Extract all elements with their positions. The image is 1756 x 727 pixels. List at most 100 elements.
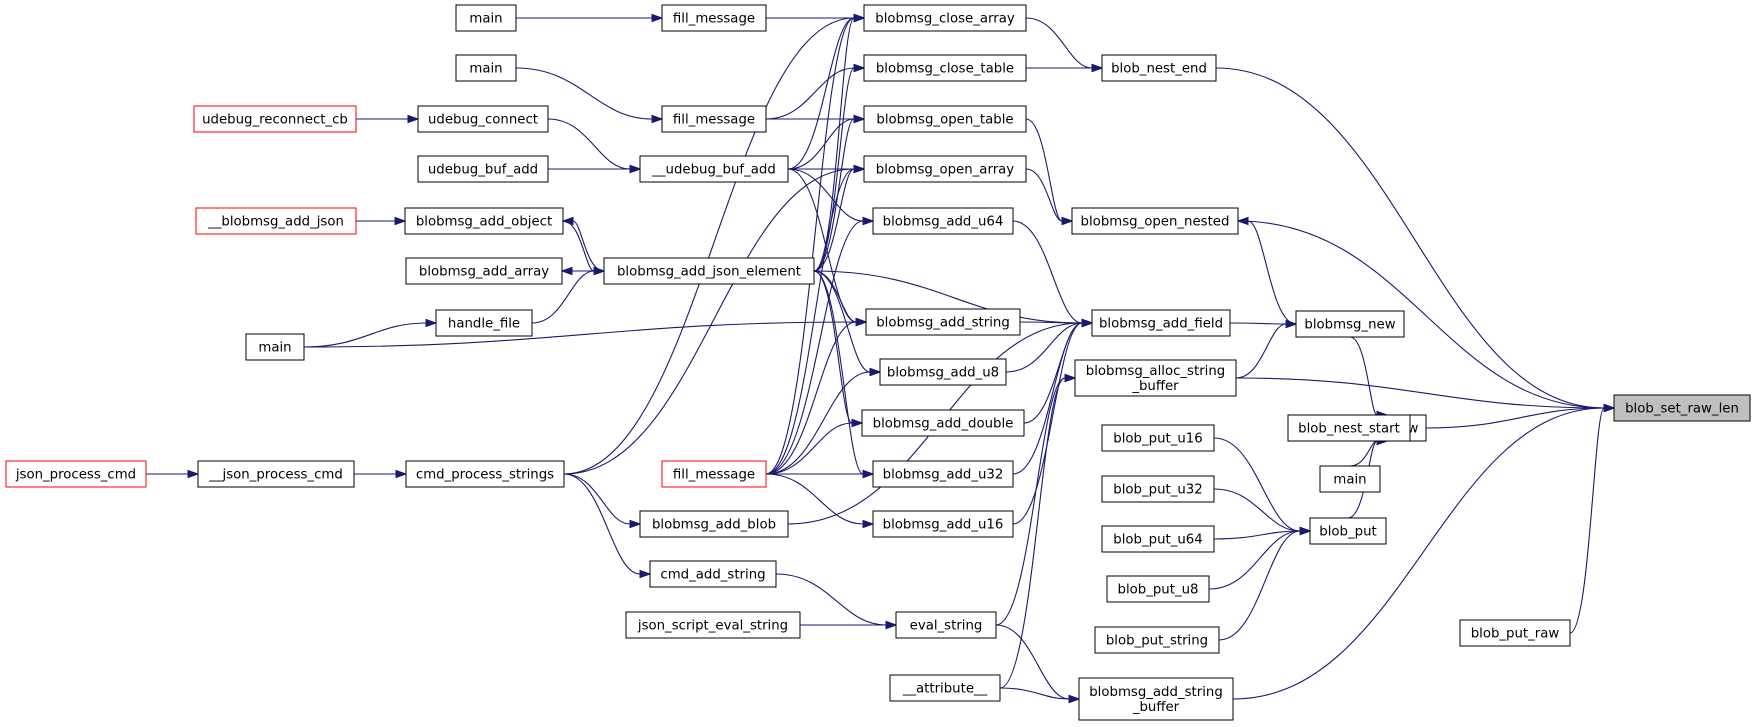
- edge-blob-put-u16-to-blob-put: [1213, 437, 1312, 536]
- edge-blobmsg-open-nested-to-blob-set-raw-len: [1237, 220, 1616, 413]
- edge-arrowhead: [560, 266, 573, 276]
- node-blobmsg-add-u64[interactable]: blobmsg_add_u64: [872, 207, 1014, 235]
- node-label: blobmsg_close_array: [875, 12, 1015, 27]
- edge-main-3-to-fill-message-1: [516, 13, 664, 23]
- edge-line: [813, 67, 855, 272]
- node-blobmsg-add-blob[interactable]: blobmsg_add_blob: [639, 510, 789, 538]
- node-handle-file[interactable]: handle_file: [435, 309, 533, 337]
- node-json-script-eval-string[interactable]: json_script_eval_string: [625, 611, 801, 639]
- edge-blobmsg-add-json-element-to-blobmsg-add-object: [561, 216, 605, 272]
- node-blobmsg-open-table[interactable]: blobmsg_open_table: [863, 105, 1027, 133]
- node-blob-put-string[interactable]: blob_put_string: [1094, 626, 1220, 654]
- node-blobmsg-open-nested[interactable]: blobmsg_open_nested: [1071, 207, 1239, 235]
- node-blobmsg-add-field[interactable]: blobmsg_add_field: [1091, 309, 1231, 337]
- edge-line: [563, 473, 641, 575]
- node-main-1[interactable]: main: [455, 54, 517, 82]
- edge-line: [1208, 530, 1301, 590]
- edge-line: [1012, 322, 1083, 475]
- node-label: blobmsg_new: [1304, 318, 1395, 333]
- node-cmd-process-strings[interactable]: cmd_process_strings: [405, 460, 565, 488]
- node-blob-put-u64[interactable]: blob_put_u64: [1101, 525, 1215, 553]
- node-udebug-reconnect-cb[interactable]: udebug_reconnect_cb: [193, 105, 357, 133]
- node-main-bn[interactable]: main: [1319, 465, 1381, 493]
- node-label: blob_set_raw_len: [1625, 402, 1739, 417]
- node-main-3[interactable]: main: [455, 4, 517, 32]
- node-box: [863, 4, 1027, 32]
- node-blobmsg-add-string[interactable]: blobmsg_add_string: [865, 308, 1021, 336]
- node-blob-put-u32[interactable]: blob_put_u32: [1101, 475, 1215, 503]
- node-cmd-add-string[interactable]: cmd_add_string: [649, 560, 777, 588]
- edge-line: [1235, 377, 1605, 409]
- node-box: [405, 460, 565, 488]
- edge-arrowhead: [1064, 373, 1077, 383]
- node-blobmsg-close-array[interactable]: blobmsg_close_array: [863, 4, 1027, 32]
- node-udebug-buf-add[interactable]: udebug_buf_add: [417, 155, 549, 183]
- edge-main-2-to-handle-file: [303, 318, 438, 348]
- node-blobmsg-add-array[interactable]: blobmsg_add_array: [405, 257, 563, 285]
- node-eval-string[interactable]: eval_string: [895, 611, 997, 639]
- node-attribute[interactable]: __attribute__: [889, 674, 1001, 702]
- node-blob-put[interactable]: blob_put: [1309, 517, 1387, 545]
- node-blobmsg-add-string-buffer[interactable]: blobmsg_add_string_buffer: [1078, 677, 1234, 721]
- edge-line: [1247, 220, 1297, 325]
- edge-line: [1025, 17, 1093, 69]
- edge-line: [813, 118, 855, 272]
- node-blob-put-raw[interactable]: blob_put_raw: [1459, 619, 1571, 647]
- node-json-process-cmd[interactable]: json_process_cmd: [5, 460, 147, 488]
- edge-cmd-process-strings-to-blobmsg-add-blob: [563, 473, 642, 529]
- node-box: [404, 207, 564, 235]
- node-box: [1101, 54, 1217, 82]
- node-blobmsg-add-json-ext[interactable]: __blobmsg_add_json: [195, 207, 357, 235]
- node-blobmsg-alloc-string-buffer[interactable]: blobmsg_alloc_string_buffer: [1074, 359, 1237, 397]
- edge-json-process-cmd-to-json-process-cmd-inner: [146, 469, 200, 479]
- node-blobmsg-close-table[interactable]: blobmsg_close_table: [863, 54, 1027, 82]
- edge-fill-message-3-to-blobmsg-add-double: [765, 418, 864, 475]
- node-blob-set-raw-len[interactable]: blob_set_raw_len: [1613, 394, 1751, 422]
- node-label: cmd_process_strings: [416, 468, 554, 483]
- node-blobmsg-new[interactable]: blobmsg_new: [1295, 310, 1405, 338]
- node-blob-put-u8[interactable]: blob_put_u8: [1106, 575, 1210, 603]
- node-udebug-connect[interactable]: udebug_connect: [417, 105, 549, 133]
- node-box: [1094, 626, 1220, 654]
- edge-line: [563, 473, 631, 525]
- edge-line: [765, 422, 853, 475]
- edge-arrowhead: [395, 469, 408, 479]
- node-main-2[interactable]: main: [245, 333, 305, 361]
- node-box: [1101, 424, 1215, 452]
- node-blobmsg-add-u32[interactable]: blobmsg_add_u32: [872, 460, 1014, 488]
- node-label: blobmsg_add_string: [876, 316, 1010, 331]
- node-box: [1295, 310, 1405, 338]
- node-label: _buffer: [1132, 700, 1180, 715]
- node-blobmsg-add-json-element[interactable]: blobmsg_add_json_element: [603, 257, 815, 285]
- node-box: [1091, 309, 1231, 337]
- node-blob-nest-start[interactable]: blob_nest_start: [1287, 414, 1411, 442]
- edge-blobmsg-alloc-string-buffer-to-blobmsg-new: [1235, 319, 1298, 379]
- node-blobmsg-add-u16[interactable]: blobmsg_add_u16: [872, 510, 1014, 538]
- node-fill-message-2[interactable]: fill_message: [661, 105, 767, 133]
- node-label: udebug_buf_add: [428, 163, 538, 178]
- node-fill-message-3[interactable]: fill_message: [661, 460, 767, 488]
- node-udebug-buf-add-inner[interactable]: __udebug_buf_add: [639, 155, 789, 183]
- node-blobmsg-add-u8[interactable]: blobmsg_add_u8: [879, 358, 1007, 386]
- node-fill-message-1[interactable]: fill_message: [661, 4, 767, 32]
- edge-line: [765, 168, 855, 475]
- node-blobmsg-add-double[interactable]: blobmsg_add_double: [861, 409, 1025, 437]
- node-blob-nest-end[interactable]: blob_nest_end: [1101, 54, 1217, 82]
- node-blobmsg-add-object[interactable]: blobmsg_add_object: [404, 207, 564, 235]
- node-label: blob_put_u8: [1118, 583, 1199, 598]
- node-label: blobmsg_alloc_string: [1086, 364, 1225, 379]
- edge-udebug-buf-add-to-udebug-buf-add-inner: [547, 164, 642, 174]
- edge-line: [1005, 322, 1083, 373]
- node-label: blobmsg_open_array: [876, 163, 1015, 178]
- node-label: json_process_cmd: [15, 468, 136, 483]
- node-label: blobmsg_add_object: [416, 215, 552, 230]
- edge-main-1-to-fill-message-2: [515, 67, 664, 124]
- edge-fill-message-2-to-blobmsg-close-table: [765, 63, 866, 120]
- node-label: main: [1333, 473, 1366, 488]
- node-box: [872, 460, 1014, 488]
- edge-udebug-buf-add-inner-to-blobmsg-close-array: [787, 13, 866, 170]
- node-blobmsg-open-array[interactable]: blobmsg_open_array: [863, 155, 1027, 183]
- node-blob-put-u16[interactable]: blob_put_u16: [1101, 424, 1215, 452]
- node-json-process-cmd-inner[interactable]: __json_process_cmd: [197, 460, 355, 488]
- node-label: cmd_add_string: [660, 568, 765, 583]
